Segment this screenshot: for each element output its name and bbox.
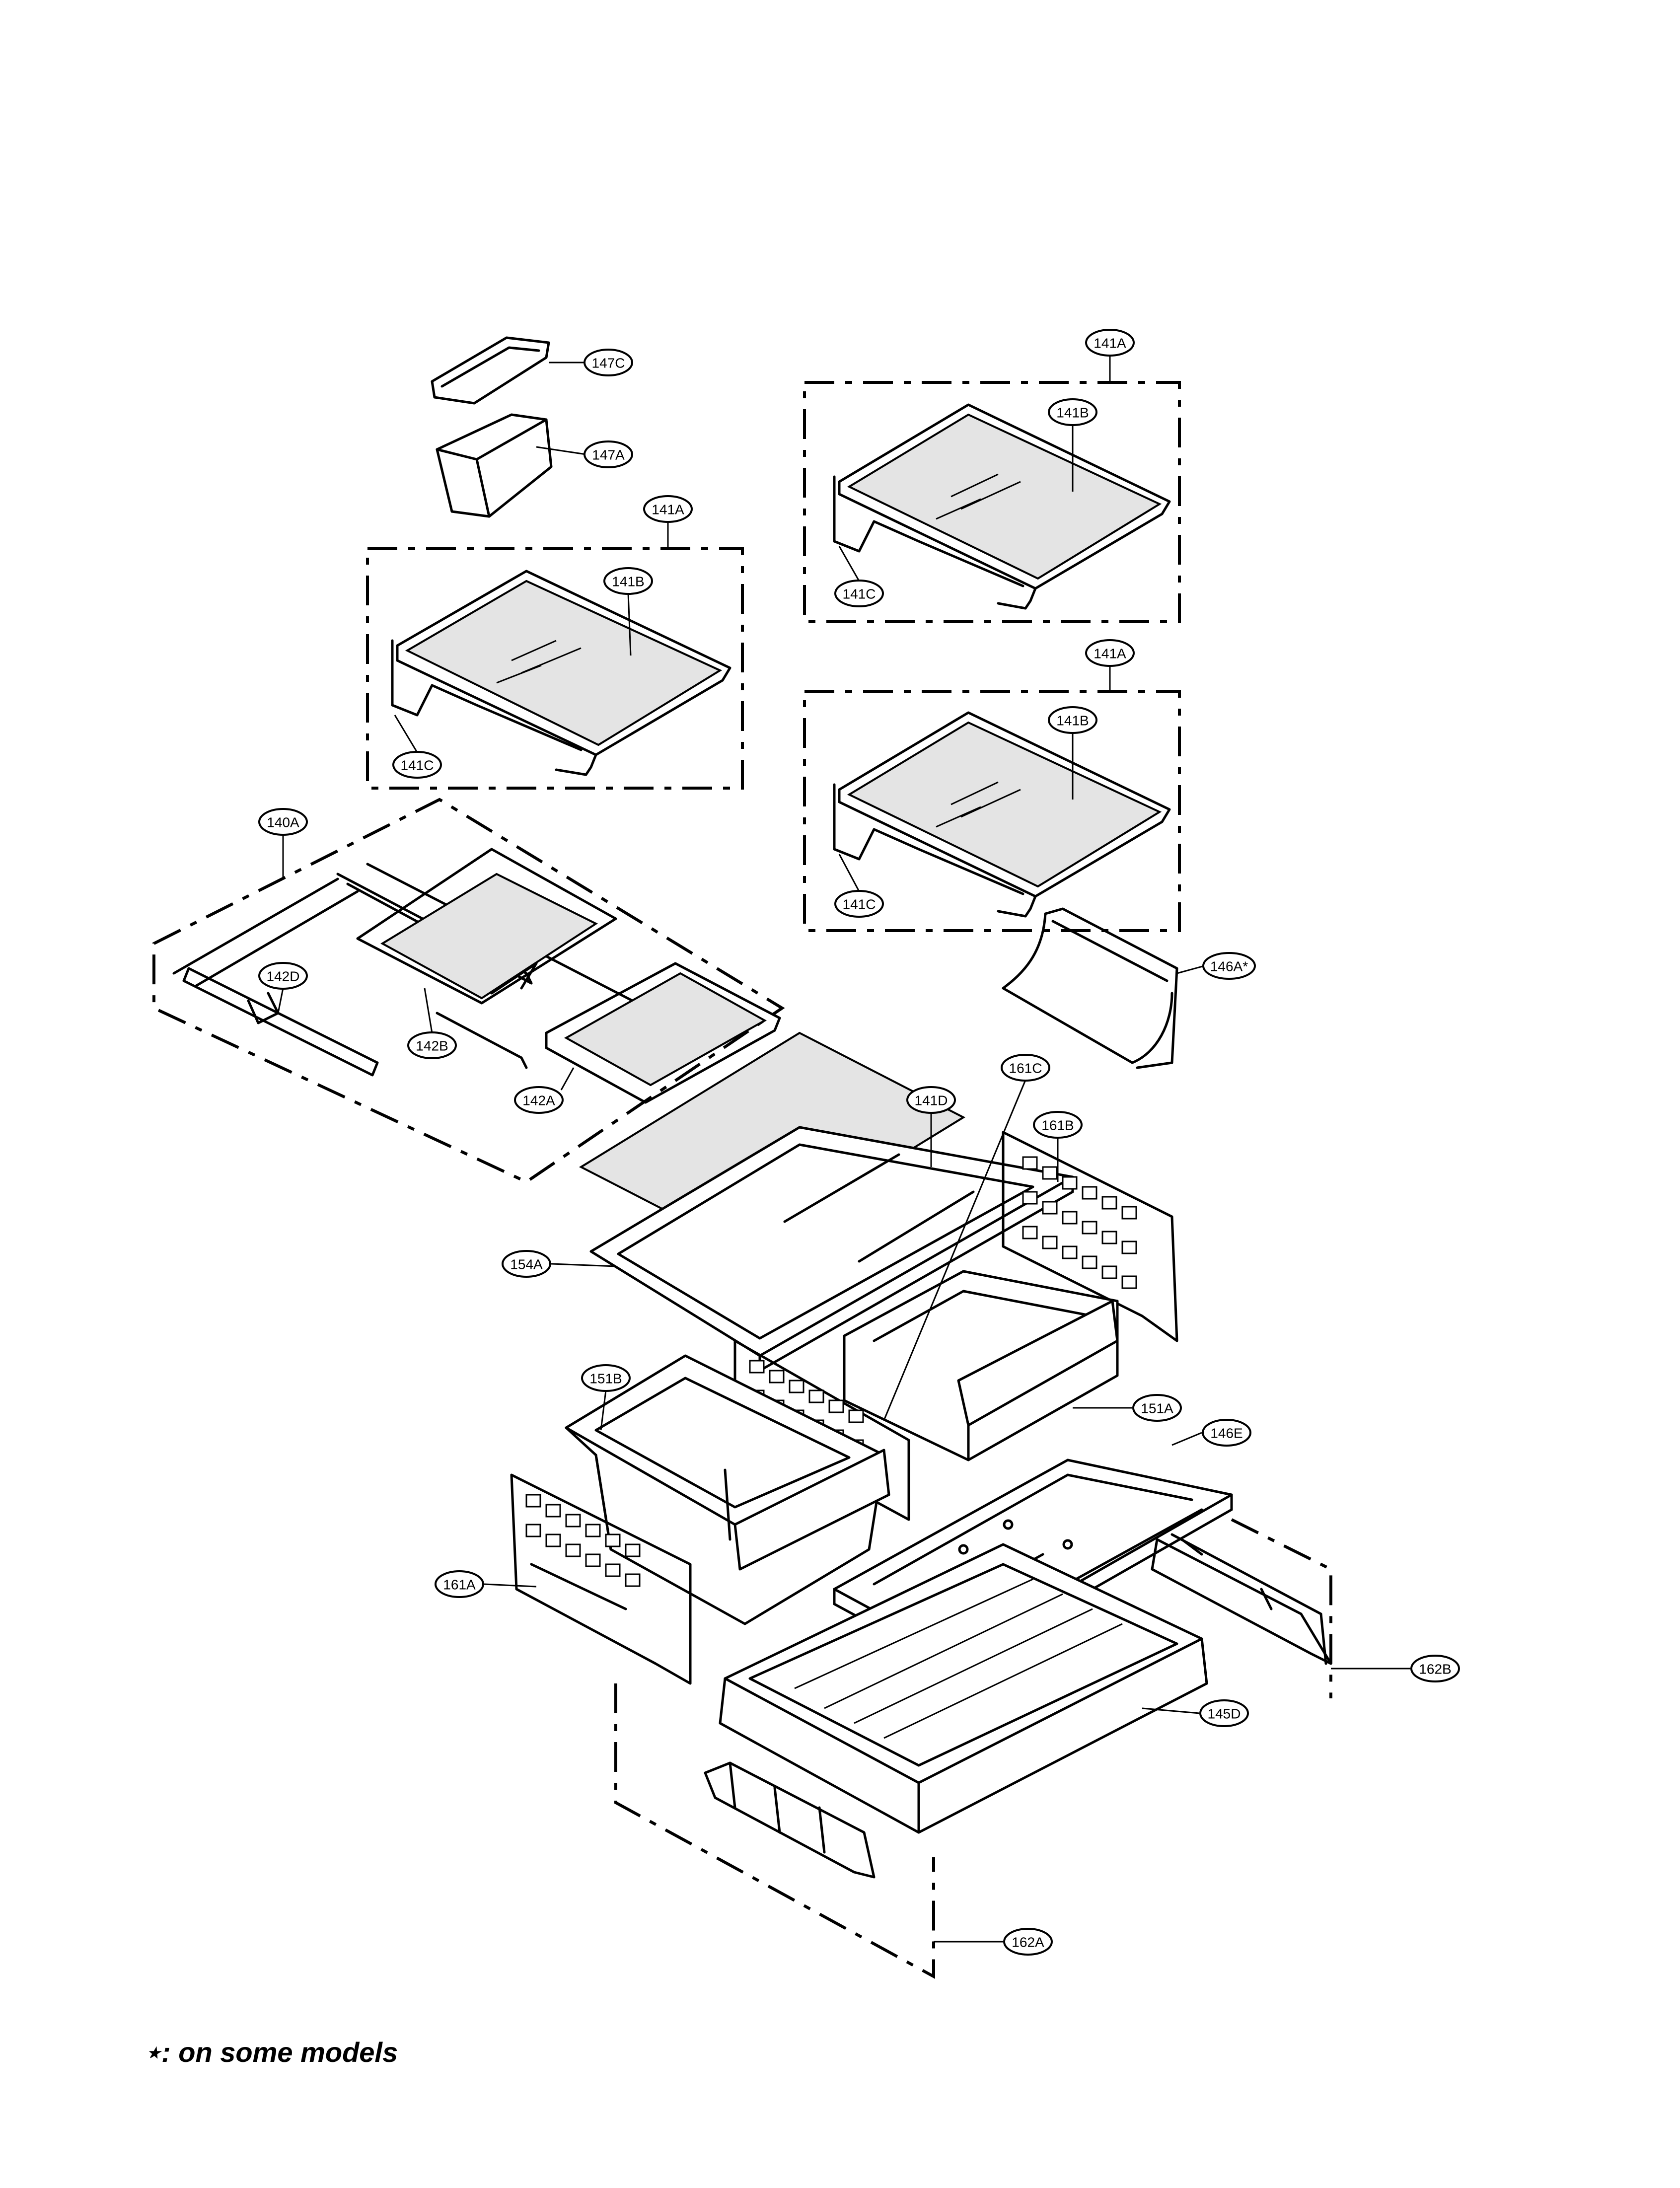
side-rail-162B <box>1151 1533 1332 1665</box>
callout-147C: 147C <box>584 349 633 376</box>
pan-drawer-145D <box>719 1543 1208 1834</box>
callout-141B-left: 141B <box>603 567 653 595</box>
svg-text:141B: 141B <box>1056 713 1089 729</box>
callout-142D: 142D <box>258 962 308 990</box>
svg-text:146E: 146E <box>1210 1426 1242 1441</box>
leader-lines <box>277 355 1410 1943</box>
svg-text:151B: 151B <box>589 1371 622 1386</box>
callout-142B: 142B <box>407 1031 457 1059</box>
callout-161B: 161B <box>1033 1111 1083 1139</box>
footnote-on-some-models: ⋆: on some models <box>144 2037 398 2068</box>
svg-text:141A: 141A <box>1094 336 1126 351</box>
rail-group-box-162B <box>1231 1518 1332 1698</box>
svg-text:162B: 162B <box>1419 1662 1451 1677</box>
shelf-group-box-right <box>803 690 1181 932</box>
callout-141B-right: 141B <box>1048 706 1097 734</box>
callout-146E: 146E <box>1202 1419 1251 1447</box>
callout-162B: 162B <box>1410 1655 1460 1682</box>
crisper-drawer-151B <box>565 1354 890 1625</box>
callout-146A: 146A* <box>1202 952 1256 980</box>
svg-text:147C: 147C <box>592 356 625 371</box>
egg-tray-lid-147C <box>431 336 550 405</box>
callout-151A: 151A <box>1132 1394 1182 1422</box>
svg-text:141C: 141C <box>843 897 876 912</box>
callout-147A: 147A <box>584 440 633 468</box>
callout-141A-left: 141A <box>643 495 693 523</box>
svg-text:161A: 161A <box>443 1577 476 1593</box>
callout-141A-right: 141A <box>1085 639 1135 667</box>
svg-text:141A: 141A <box>652 502 684 517</box>
svg-text:145D: 145D <box>1208 1706 1241 1722</box>
svg-text:141B: 141B <box>1056 405 1089 421</box>
callout-162A: 162A <box>1003 1928 1053 1956</box>
glass-shelf-right <box>833 711 1171 918</box>
egg-bin-147A <box>436 413 553 518</box>
svg-text:141A: 141A <box>1094 646 1126 661</box>
side-rail-162A <box>704 1761 876 1879</box>
callout-141D: 141D <box>906 1086 956 1114</box>
svg-text:141D: 141D <box>915 1093 948 1108</box>
shelf-group-box-top-right <box>803 381 1181 623</box>
folding-shelf-group-box <box>152 798 785 1184</box>
svg-text:140A: 140A <box>267 815 299 830</box>
grill-161A <box>510 1473 692 1685</box>
folding-shelf-frame <box>172 848 687 1077</box>
callout-141A-top: 141A <box>1085 329 1135 357</box>
svg-text:147A: 147A <box>592 447 625 463</box>
svg-text:161C: 161C <box>1009 1061 1042 1076</box>
svg-text:142A: 142A <box>522 1093 555 1108</box>
svg-text:142D: 142D <box>267 969 300 984</box>
svg-text:146A*: 146A* <box>1210 959 1248 974</box>
svg-text:142B: 142B <box>416 1038 448 1054</box>
callout-161A: 161A <box>435 1570 484 1598</box>
curved-cover-146A <box>1002 907 1178 1069</box>
callout-141B-top: 141B <box>1048 398 1097 426</box>
callout-141C-left: 141C <box>392 751 442 779</box>
callout-142A: 142A <box>514 1086 564 1114</box>
callout-145D: 145D <box>1199 1699 1249 1727</box>
callout-141C-top: 141C <box>834 580 884 607</box>
grill-161B <box>1002 1131 1178 1342</box>
svg-text:154A: 154A <box>510 1257 543 1272</box>
glass-insert-142A <box>545 962 781 1104</box>
glass-shelf-left <box>391 570 731 776</box>
callout-154A: 154A <box>502 1250 551 1278</box>
callout-151B: 151B <box>581 1364 631 1392</box>
crisper-drawer-151A <box>843 1270 1119 1461</box>
shelf-group-box-left <box>366 547 744 790</box>
svg-text:141C: 141C <box>843 586 876 602</box>
svg-text:141C: 141C <box>401 758 434 773</box>
svg-text:141B: 141B <box>612 574 644 589</box>
callout-141C-right: 141C <box>834 890 884 918</box>
svg-text:162A: 162A <box>1012 1935 1044 1950</box>
glass-shelf-top-right <box>833 403 1171 610</box>
callout-140A: 140A <box>258 808 308 836</box>
svg-text:161B: 161B <box>1041 1118 1074 1133</box>
rail-group-box-162A <box>614 1683 935 1979</box>
callout-161C: 161C <box>1001 1054 1050 1082</box>
svg-text:151A: 151A <box>1141 1401 1173 1416</box>
